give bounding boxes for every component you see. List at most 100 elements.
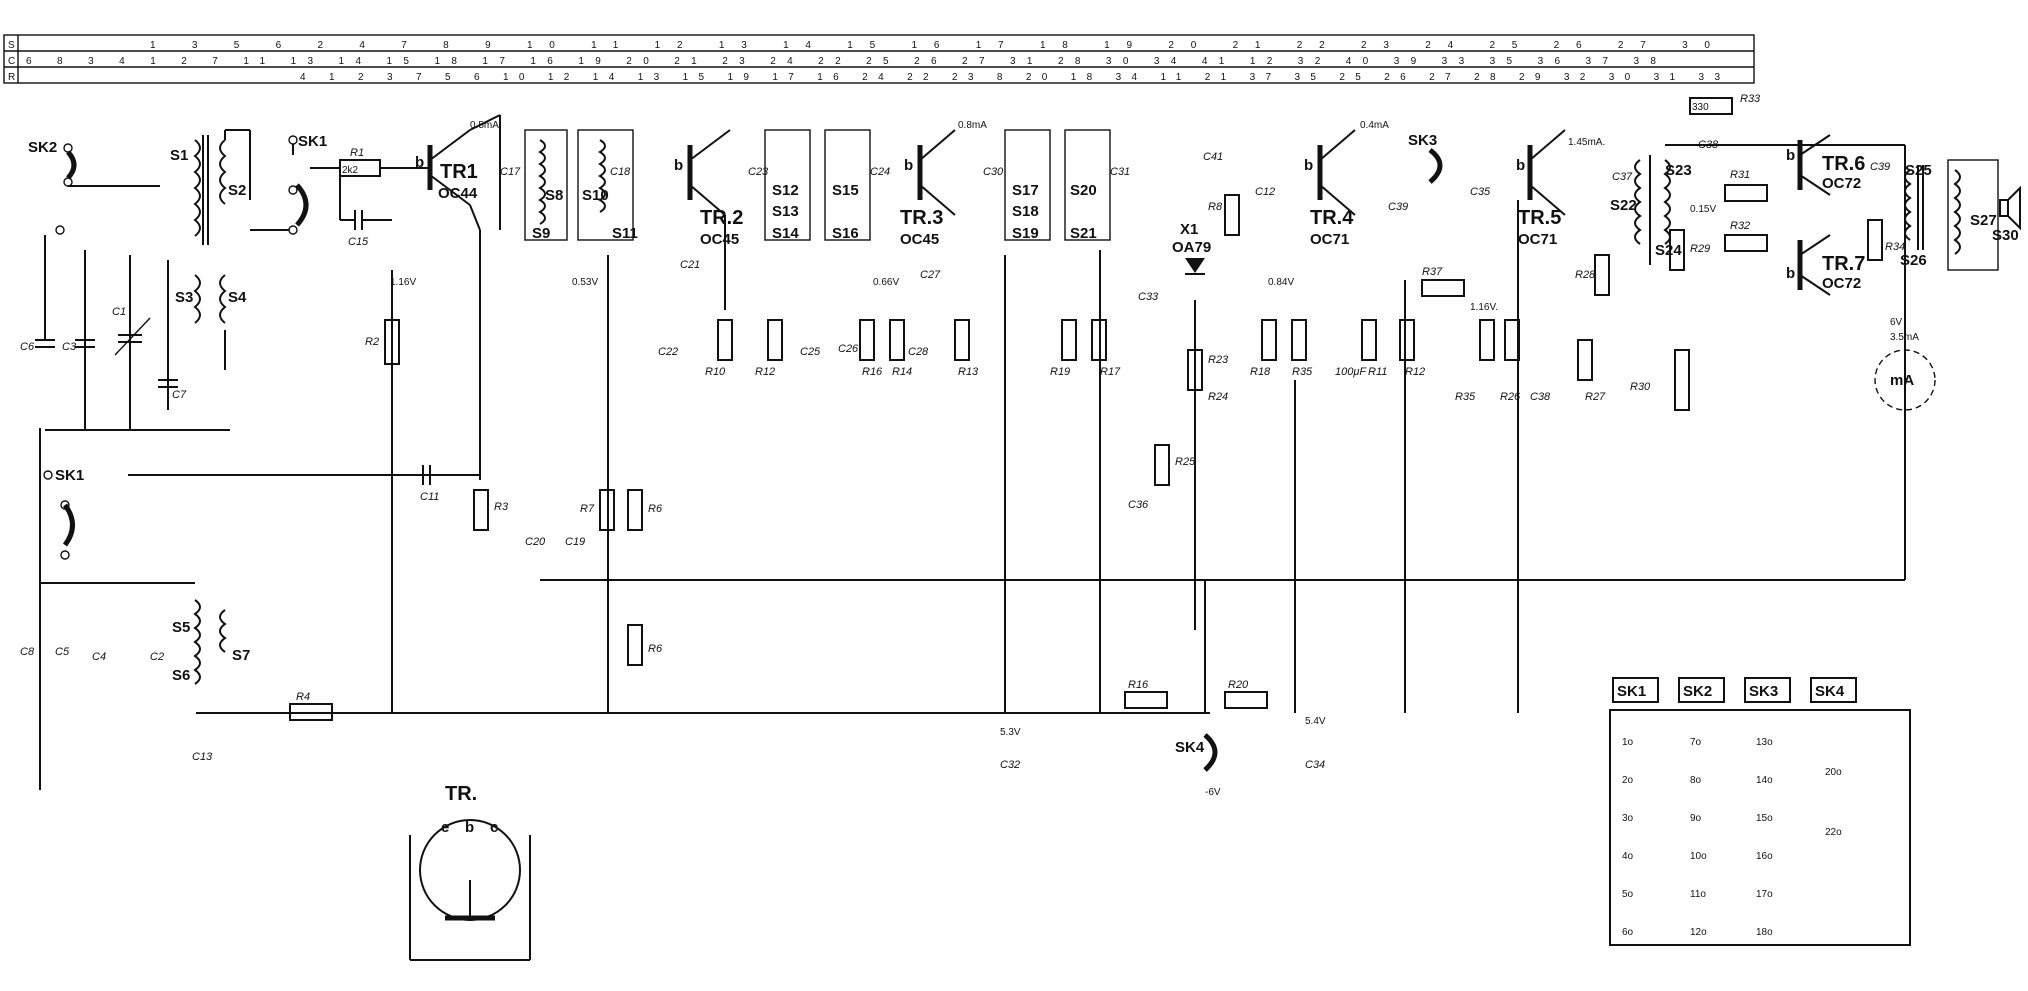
socket-pin: 14o bbox=[1756, 775, 1773, 786]
tr6-ref: TR.6 bbox=[1822, 153, 1865, 175]
table-sk1: SK1 bbox=[1617, 683, 1646, 700]
r25-label: R26 bbox=[1500, 391, 1521, 403]
c36-label: C37 bbox=[1612, 171, 1633, 183]
r27-resistor bbox=[1594, 254, 1610, 296]
r24-label: R25 bbox=[1175, 456, 1196, 468]
row-c-text: 6 8 3 4 1 2 7 11 13 14 15 18 17 16 19 20… bbox=[26, 56, 1656, 67]
r20-label: R20 bbox=[1228, 679, 1249, 691]
socket-pin: 10o bbox=[1690, 851, 1707, 862]
socket-pin: 1o bbox=[1622, 737, 1634, 748]
r30-resistor bbox=[1724, 184, 1768, 202]
s20-label: S20 bbox=[1070, 182, 1097, 199]
sk4-label: SK4 bbox=[1175, 739, 1205, 756]
r33-label: R34 bbox=[1885, 241, 1905, 253]
pinout-title: TR. bbox=[445, 783, 477, 805]
row-s-text: 1 3 5 6 2 4 7 8 9 10 11 12 13 14 15 16 1… bbox=[150, 40, 1710, 51]
socket-pin: 17o bbox=[1756, 889, 1773, 900]
r10-resistor bbox=[717, 319, 733, 361]
c7-label: C7 bbox=[172, 389, 187, 401]
tr7-b: b bbox=[1786, 265, 1795, 282]
r7-label: R7 bbox=[580, 503, 595, 515]
r18-resistor bbox=[1261, 319, 1277, 361]
r37-resistor bbox=[1421, 279, 1465, 297]
s3-label: S3 bbox=[175, 289, 193, 306]
c14-label: C11 bbox=[420, 491, 439, 503]
r16-resistor bbox=[1124, 691, 1168, 709]
r15-resistor bbox=[954, 319, 970, 361]
s1-label: S1 bbox=[170, 147, 188, 164]
c34-label: C36 bbox=[1128, 499, 1149, 511]
socket-pin: 5o bbox=[1622, 889, 1634, 900]
s2-label: S2 bbox=[228, 182, 246, 199]
r15-label: R13 bbox=[958, 366, 979, 378]
s5-label: S5 bbox=[172, 619, 190, 636]
pin-e: e bbox=[441, 819, 449, 836]
s15-label: S15 bbox=[832, 182, 859, 199]
c26-label: C28 bbox=[908, 346, 929, 358]
r14-resistor bbox=[859, 319, 875, 361]
socket-pins: 1o2o3o4o5o6o7o8o9o10o11o12o13o14o15o16o1… bbox=[1622, 737, 1842, 938]
c16-label: C18 bbox=[610, 166, 631, 178]
r28-label: R29 bbox=[1690, 243, 1710, 255]
v-6: 0.84V bbox=[1268, 277, 1294, 288]
r4-resistor bbox=[289, 703, 333, 721]
socket-pin: 8o bbox=[1690, 775, 1702, 786]
r31-resistor bbox=[1724, 234, 1768, 252]
tr6-type: OC72 bbox=[1822, 175, 1861, 192]
transistor-pinout: TR. e b c bbox=[409, 783, 531, 961]
c28-label: C31 bbox=[1110, 166, 1130, 178]
r29-label: R30 bbox=[1630, 381, 1651, 393]
table-sk2: SK2 bbox=[1683, 683, 1712, 700]
v-7: 1.16V. bbox=[1470, 302, 1498, 313]
r5-label: R6 bbox=[648, 503, 663, 515]
r32-resistor bbox=[1689, 97, 1733, 115]
tr2-ref: TR.2 bbox=[700, 207, 743, 229]
c20-label: C22 bbox=[658, 346, 678, 358]
r30-label: R31 bbox=[1730, 169, 1750, 181]
speaker-icon bbox=[1999, 199, 2009, 217]
r27-label: R28 bbox=[1575, 269, 1596, 281]
tr4-type: OC71 bbox=[1310, 231, 1349, 248]
row-letter-r: R bbox=[8, 72, 15, 83]
r16-label: R16 bbox=[1128, 679, 1149, 691]
tr7-type: OC72 bbox=[1822, 275, 1861, 292]
ammeter-icon bbox=[1874, 349, 1936, 411]
if-stages: S8 S9 C17 S10 S11 C18 0.53V b TR.2 OC45 … bbox=[500, 120, 1130, 771]
c40-label: 100μF bbox=[1335, 366, 1367, 378]
c23-label: C25 bbox=[800, 346, 821, 358]
socket-pin: 11o bbox=[1690, 889, 1706, 900]
tr2-b: b bbox=[674, 157, 683, 174]
v-3: 0.66V bbox=[873, 277, 899, 288]
tr5-b: b bbox=[1516, 157, 1525, 174]
tr4-current: 0.4mA bbox=[1360, 120, 1389, 131]
s7-label: S7 bbox=[232, 647, 250, 664]
detector-af: X1 OA79 C33 R8 C41 R23 R24 R25 C36 R16 R… bbox=[1124, 120, 1491, 798]
r26-label: R27 bbox=[1585, 391, 1606, 403]
s26-label: S26 bbox=[1900, 252, 1927, 269]
c25-label: C27 bbox=[920, 269, 941, 281]
r37-label: R37 bbox=[1422, 266, 1443, 278]
row-letter-c: C bbox=[8, 56, 15, 67]
socket-pin: 16o bbox=[1756, 851, 1773, 862]
s16-label: S16 bbox=[832, 225, 859, 242]
r12-label: R12 bbox=[755, 366, 775, 378]
r18-label: R18 bbox=[1250, 366, 1271, 378]
s13-label: S13 bbox=[772, 203, 799, 220]
v-5: 5.4V bbox=[1305, 716, 1326, 727]
s12-label: S12 bbox=[772, 182, 799, 199]
r21-resistor bbox=[1399, 319, 1415, 361]
pin-c: c bbox=[490, 819, 498, 836]
row-letter-s: S bbox=[8, 40, 15, 51]
s9-label: S9 bbox=[532, 225, 550, 242]
c2-label: C2 bbox=[150, 651, 164, 663]
tr3-b: b bbox=[904, 157, 913, 174]
tr3-type: OC45 bbox=[900, 231, 939, 248]
v-1: 1.16V bbox=[390, 277, 416, 288]
r24-resistor bbox=[1154, 444, 1170, 486]
v-9: 6V bbox=[1890, 317, 1903, 328]
c13-label: C15 bbox=[348, 236, 369, 248]
r11-label: R11 bbox=[1368, 366, 1387, 378]
c5-label: C5 bbox=[55, 646, 70, 658]
r12-resistor bbox=[767, 319, 783, 361]
